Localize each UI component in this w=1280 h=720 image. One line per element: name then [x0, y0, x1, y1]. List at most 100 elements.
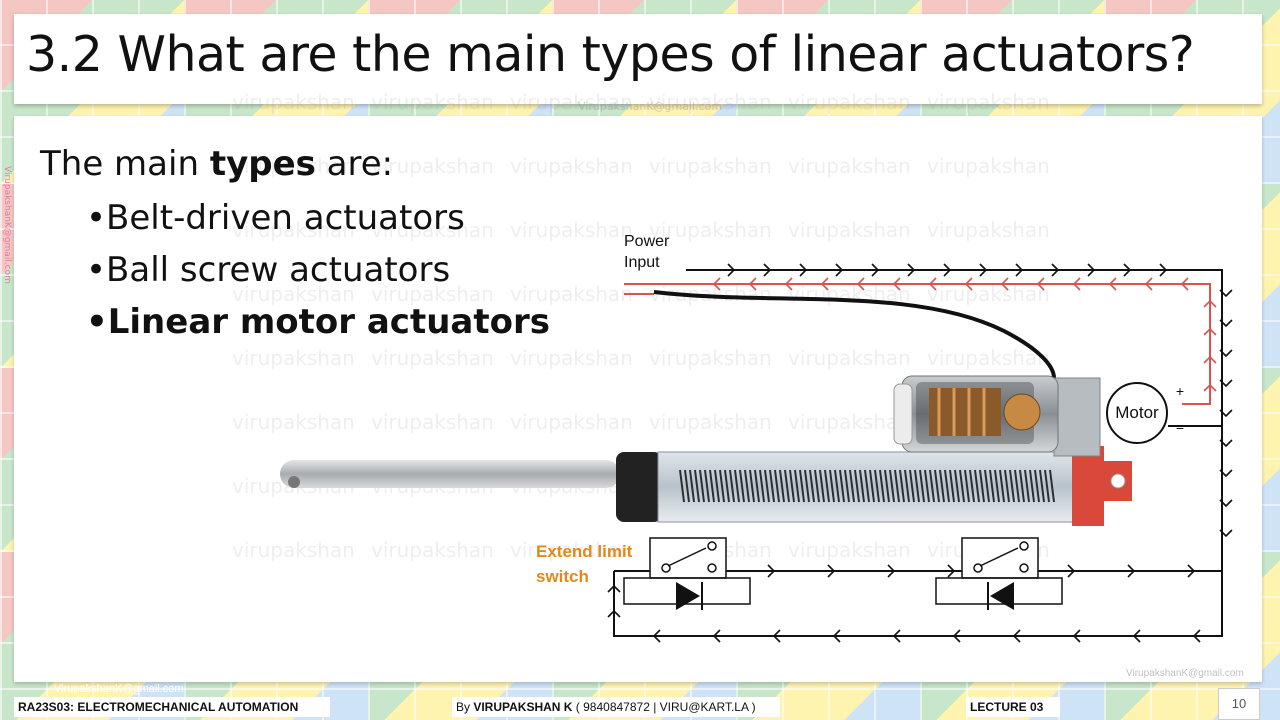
slide-number: 10	[1218, 688, 1260, 720]
flow-arrow	[607, 609, 621, 618]
footer-author-name: VIRUPAKSHAN K	[473, 700, 573, 714]
watermark-email-top: VirupakshanK@gmail.com	[578, 100, 723, 113]
screw-thread	[809, 469, 815, 503]
footer-course-text: RA23S03: ELECTROMECHANICAL AUTOMATION	[18, 700, 299, 714]
flow-arrow	[712, 629, 721, 643]
screw-thread	[844, 469, 850, 503]
flow-arrow	[1072, 277, 1081, 291]
flow-arrow	[1127, 564, 1136, 578]
screw-thread	[714, 469, 720, 503]
screw-thread	[889, 469, 895, 503]
screw-thread	[789, 469, 795, 503]
retract-limit-switch	[935, 537, 1063, 610]
screw-thread	[1024, 469, 1030, 503]
mounting-bracket	[1072, 446, 1132, 526]
lead-screw	[679, 469, 1055, 503]
flow-arrow	[1087, 263, 1096, 277]
screw-thread	[694, 469, 700, 503]
screw-thread	[884, 469, 890, 503]
flow-arrow	[1012, 629, 1021, 643]
power-input-label-line2: Input	[624, 254, 660, 271]
flow-arrow	[1067, 564, 1076, 578]
flow-arrow	[1203, 355, 1217, 364]
flow-arrow	[1219, 499, 1233, 508]
screw-thread	[824, 469, 830, 503]
flow-arrow	[947, 564, 956, 578]
flow-arrow	[1219, 349, 1233, 358]
screw-thread	[1019, 469, 1025, 503]
screw-thread	[829, 469, 835, 503]
flow-arrow	[784, 277, 793, 291]
screw-thread	[894, 469, 900, 503]
actuator-rod	[280, 460, 620, 488]
rod-end-hole	[288, 476, 300, 488]
screw-thread	[994, 469, 1000, 503]
flow-arrow	[1219, 379, 1233, 388]
screw-thread	[949, 469, 955, 503]
flow-arrow	[827, 564, 836, 578]
flow-arrow	[835, 263, 844, 277]
screw-thread	[769, 469, 775, 503]
intro-suffix: are:	[315, 144, 394, 184]
flow-arrow	[892, 629, 901, 643]
watermark-email-bottom: VirupakshanK@gmail.com	[1126, 668, 1244, 679]
screw-thread	[929, 469, 935, 503]
footer-lecture: LECTURE 03	[966, 697, 1060, 717]
screw-thread	[764, 469, 770, 503]
flow-arrow	[1219, 319, 1233, 328]
flow-arrow	[748, 277, 757, 291]
flow-arrow	[1144, 277, 1153, 291]
flow-arrow	[1187, 564, 1196, 578]
screw-thread	[804, 469, 810, 503]
screw-thread	[1014, 469, 1020, 503]
flow-arrow	[907, 263, 916, 277]
flow-arrow	[1108, 277, 1117, 291]
flow-arrow	[1203, 327, 1217, 336]
flow-arrow	[964, 277, 973, 291]
flow-arrow	[767, 564, 776, 578]
screw-thread	[964, 469, 970, 503]
motor-plus: +	[1176, 383, 1184, 399]
flow-arrow	[979, 263, 988, 277]
screw-thread	[784, 469, 790, 503]
screw-thread	[854, 469, 860, 503]
screw-thread	[794, 469, 800, 503]
bottom-wire-arrows	[607, 564, 1201, 643]
list-item-linear-motor: •Linear motor actuators	[86, 302, 550, 342]
flow-arrow	[1203, 383, 1217, 392]
intro-text: The main types are:	[40, 144, 393, 184]
flow-arrow	[763, 263, 772, 277]
flow-arrow	[799, 263, 808, 277]
top-wire-black	[686, 269, 1223, 566]
footer-course: RA23S03: ELECTROMECHANICAL AUTOMATION	[14, 697, 330, 717]
flow-arrow	[1192, 629, 1201, 643]
motor-symbol	[1106, 382, 1168, 444]
power-input-label-line1: Power	[624, 233, 670, 250]
footer-contact: ( 9840847872 | VIRU@KART.LA )	[572, 700, 756, 714]
screw-thread	[724, 469, 730, 503]
screw-thread	[879, 469, 885, 503]
flow-arrow	[1051, 263, 1060, 277]
screw-thread	[944, 469, 950, 503]
screw-thread	[959, 469, 965, 503]
screw-thread	[799, 469, 805, 503]
screw-thread	[1039, 469, 1045, 503]
screw-thread	[1044, 469, 1050, 503]
screw-thread	[719, 469, 725, 503]
flow-arrow	[712, 277, 721, 291]
slide-title: 3.2 What are the main types of linear ac…	[26, 26, 1195, 83]
screw-thread	[914, 469, 920, 503]
screw-thread	[819, 469, 825, 503]
flow-arrow	[871, 263, 880, 277]
screw-thread	[814, 469, 820, 503]
switch-label-line1: Extend limit	[536, 542, 633, 561]
flow-arrow	[772, 629, 781, 643]
screw-thread	[904, 469, 910, 503]
flow-arrow	[1000, 277, 1009, 291]
flow-arrow	[1123, 263, 1132, 277]
screw-thread	[979, 469, 985, 503]
motor-windings	[929, 388, 1041, 436]
flow-arrow	[1132, 629, 1141, 643]
flow-arrow	[1015, 263, 1024, 277]
screw-thread	[969, 469, 975, 503]
